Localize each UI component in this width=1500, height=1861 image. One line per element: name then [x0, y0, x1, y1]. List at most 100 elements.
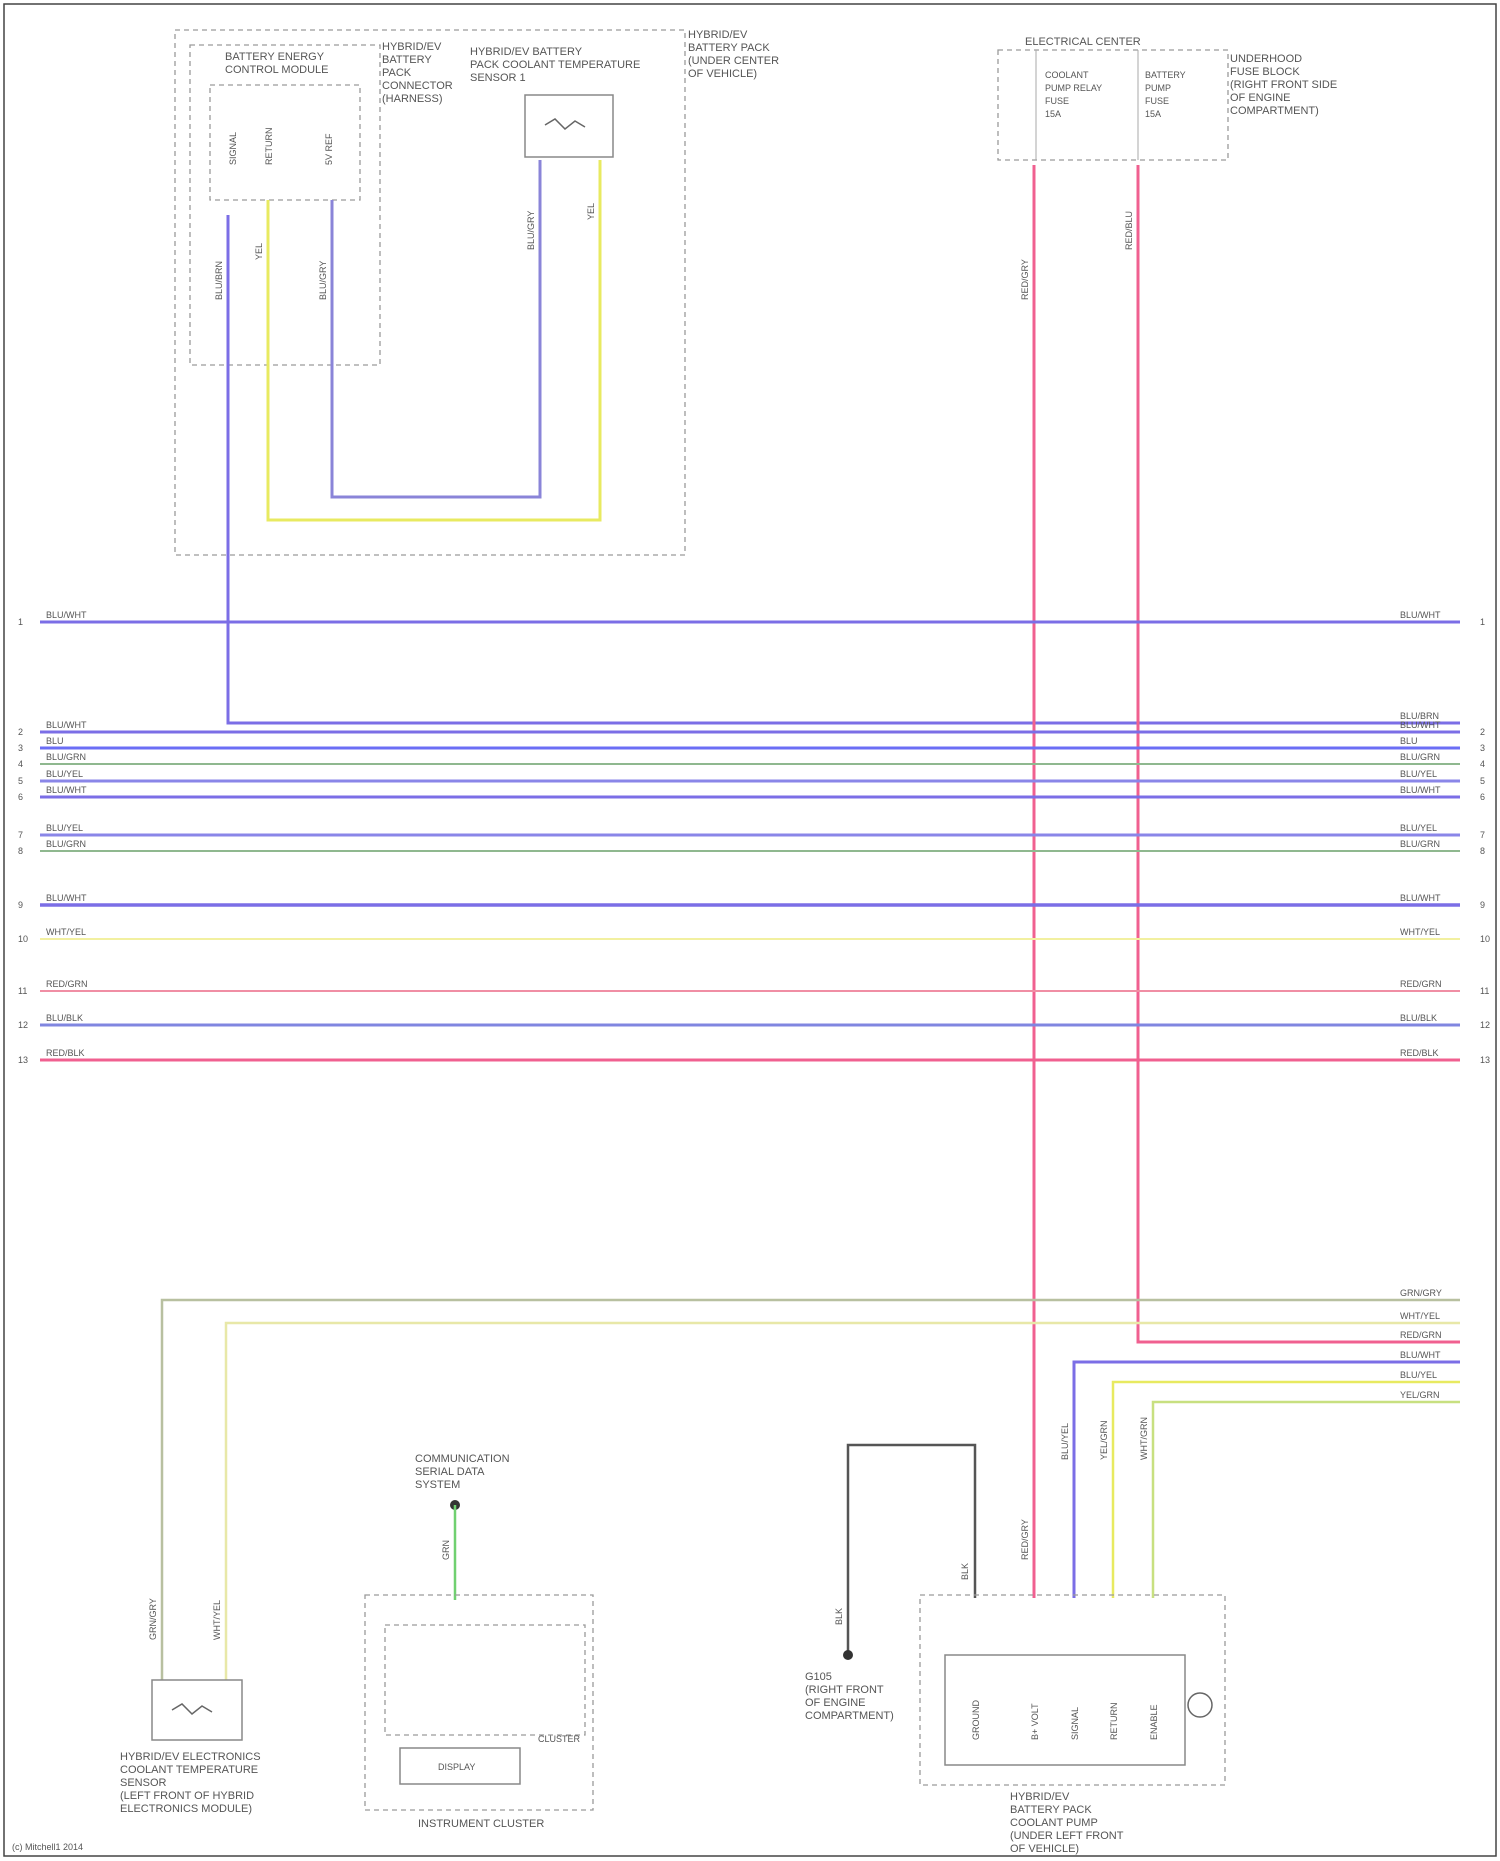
pump-pin-4: ENABLE	[1149, 1704, 1159, 1740]
footer-copyright: (c) Mitchell1 2014	[12, 1842, 83, 1852]
bus-number-left-6: 6	[18, 792, 23, 802]
bus-number-right-8: 8	[1480, 846, 1485, 856]
bus-label-right-6: BLU/WHT	[1400, 785, 1441, 795]
lower-bus-label-6: YEL/GRN	[1400, 1390, 1440, 1400]
bus-label-left-7: BLU/YEL	[46, 823, 83, 833]
bus-number-right-2: 2	[1480, 727, 1485, 737]
wire-label-yel: YEL	[254, 243, 264, 260]
bus-number-left-4: 4	[18, 759, 23, 769]
wire-yel-grn-pump	[1153, 1402, 1460, 1598]
bus-number-left-2: 2	[18, 727, 23, 737]
electrical-center-label: ELECTRICAL CENTER	[1025, 36, 1141, 48]
wire-label-fuse-r: RED/BLU	[1124, 211, 1134, 250]
cluster-inner-box	[385, 1625, 585, 1735]
wire-label-blu-brn: BLU/BRN	[214, 261, 224, 300]
bus-label-right-4: BLU/GRN	[1400, 752, 1440, 762]
bus-label-left-2: BLU/WHT	[46, 720, 87, 730]
bus-number-right-3: 3	[1480, 743, 1485, 753]
pump-pin-2: SIGNAL	[1070, 1707, 1080, 1740]
bus-label-right-8: BLU/GRN	[1400, 839, 1440, 849]
bus-number-right-4: 4	[1480, 759, 1485, 769]
wire-label-fuse-l: RED/GRY	[1020, 259, 1030, 300]
bus-number-left-8: 8	[18, 846, 23, 856]
bus-label-right-1: BLU/WHT	[1400, 610, 1441, 620]
bus-number-left-13: 13	[18, 1055, 28, 1065]
bus-label-left-1: BLU/WHT	[46, 610, 87, 620]
bus-label-right-2: BLU/WHT	[1400, 720, 1441, 730]
bus-label-right-10: WHT/YEL	[1400, 927, 1440, 937]
bus-number-right-12: 12	[1480, 1020, 1490, 1030]
bus-label-left-10: WHT/YEL	[46, 927, 86, 937]
pump-wire-5: BLK	[960, 1563, 970, 1580]
bus-label-right-7: BLU/YEL	[1400, 823, 1437, 833]
bus-label-right-5: BLU/YEL	[1400, 769, 1437, 779]
sensor-bot-label-l: GRN/GRY	[148, 1598, 158, 1640]
bus-label-right-3: BLU	[1400, 736, 1418, 746]
bus-label-left-12: BLU/BLK	[46, 1013, 83, 1023]
bus-label-left-13: RED/BLK	[46, 1048, 85, 1058]
lower-bus-label-5: BLU/YEL	[1400, 1370, 1437, 1380]
wire-wht-yel-sensor	[226, 1323, 1460, 1690]
bus-label-left-4: BLU/GRN	[46, 752, 86, 762]
bus-number-left-12: 12	[18, 1020, 28, 1030]
bus-label-right-9: BLU/WHT	[1400, 893, 1441, 903]
bcm-pin-5vref: 5V REF	[324, 133, 334, 165]
bus-number-right-10: 10	[1480, 934, 1490, 944]
bus-number-left-5: 5	[18, 776, 23, 786]
pump-pin-5: GROUND	[971, 1700, 981, 1740]
ground-wire-label: BLK	[834, 1608, 844, 1625]
lower-bus-label-3: RED/GRN	[1400, 1330, 1442, 1340]
bus-label-right-13: RED/BLK	[1400, 1048, 1439, 1058]
bus-number-right-13: 13	[1480, 1055, 1490, 1065]
sensor-bot-label-r: WHT/YEL	[212, 1600, 222, 1640]
lower-bus-label-1: GRN/GRY	[1400, 1288, 1442, 1298]
bus-number-left-1: 1	[18, 617, 23, 627]
bus-label-right-11: RED/GRN	[1400, 979, 1442, 989]
bus-label-right-12: BLU/BLK	[1400, 1013, 1437, 1023]
bus-number-left-10: 10	[18, 934, 28, 944]
bus-label-left-6: BLU/WHT	[46, 785, 87, 795]
wire-label-sensor-l: BLU/GRY	[526, 211, 536, 250]
bus-label-left-11: RED/GRN	[46, 979, 88, 989]
bus-label-left-3: BLU	[46, 736, 64, 746]
wire-blk-ground	[848, 1445, 975, 1655]
bus-number-right-9: 9	[1480, 900, 1485, 910]
bus-number-right-11: 11	[1480, 986, 1489, 996]
bus-number-right-6: 6	[1480, 792, 1485, 802]
bcm-boundary	[190, 45, 380, 365]
pump-wire-4: WHT/GRN	[1139, 1417, 1149, 1460]
bus-label-left-9: BLU/WHT	[46, 893, 87, 903]
pump-wire-1: RED/GRY	[1020, 1519, 1030, 1560]
wire-blu-yel-pump	[1113, 1382, 1460, 1598]
display-label: DISPLAY	[438, 1762, 475, 1772]
pump-motor-icon	[1188, 1693, 1212, 1717]
wire-grn-gry-sensor	[162, 1300, 1460, 1690]
bus-number-left-3: 3	[18, 743, 23, 753]
pack-connector-label: HYBRID/EVBATTERYPACKCONNECTOR(HARNESS)	[382, 41, 453, 105]
cluster-ref-label: CLUSTER	[538, 1734, 581, 1744]
bus-number-left-11: 11	[18, 986, 27, 996]
top-bus-label: BLU/BRN	[1400, 711, 1439, 721]
ground-node	[843, 1650, 853, 1660]
bus-label-left-8: BLU/GRN	[46, 839, 86, 849]
lower-bus-label-4: BLU/WHT	[1400, 1350, 1441, 1360]
fuse-block-boundary	[998, 50, 1228, 160]
bus-number-right-1: 1	[1480, 617, 1485, 627]
bcm-pin-return: RETURN	[264, 128, 274, 166]
instrument-cluster-label: INSTRUMENT CLUSTER	[418, 1818, 544, 1830]
wire-blu-brn-battery	[228, 215, 1460, 723]
wire-yel-battery	[268, 160, 600, 520]
pump-wire-2: BLU/YEL	[1060, 1423, 1070, 1460]
